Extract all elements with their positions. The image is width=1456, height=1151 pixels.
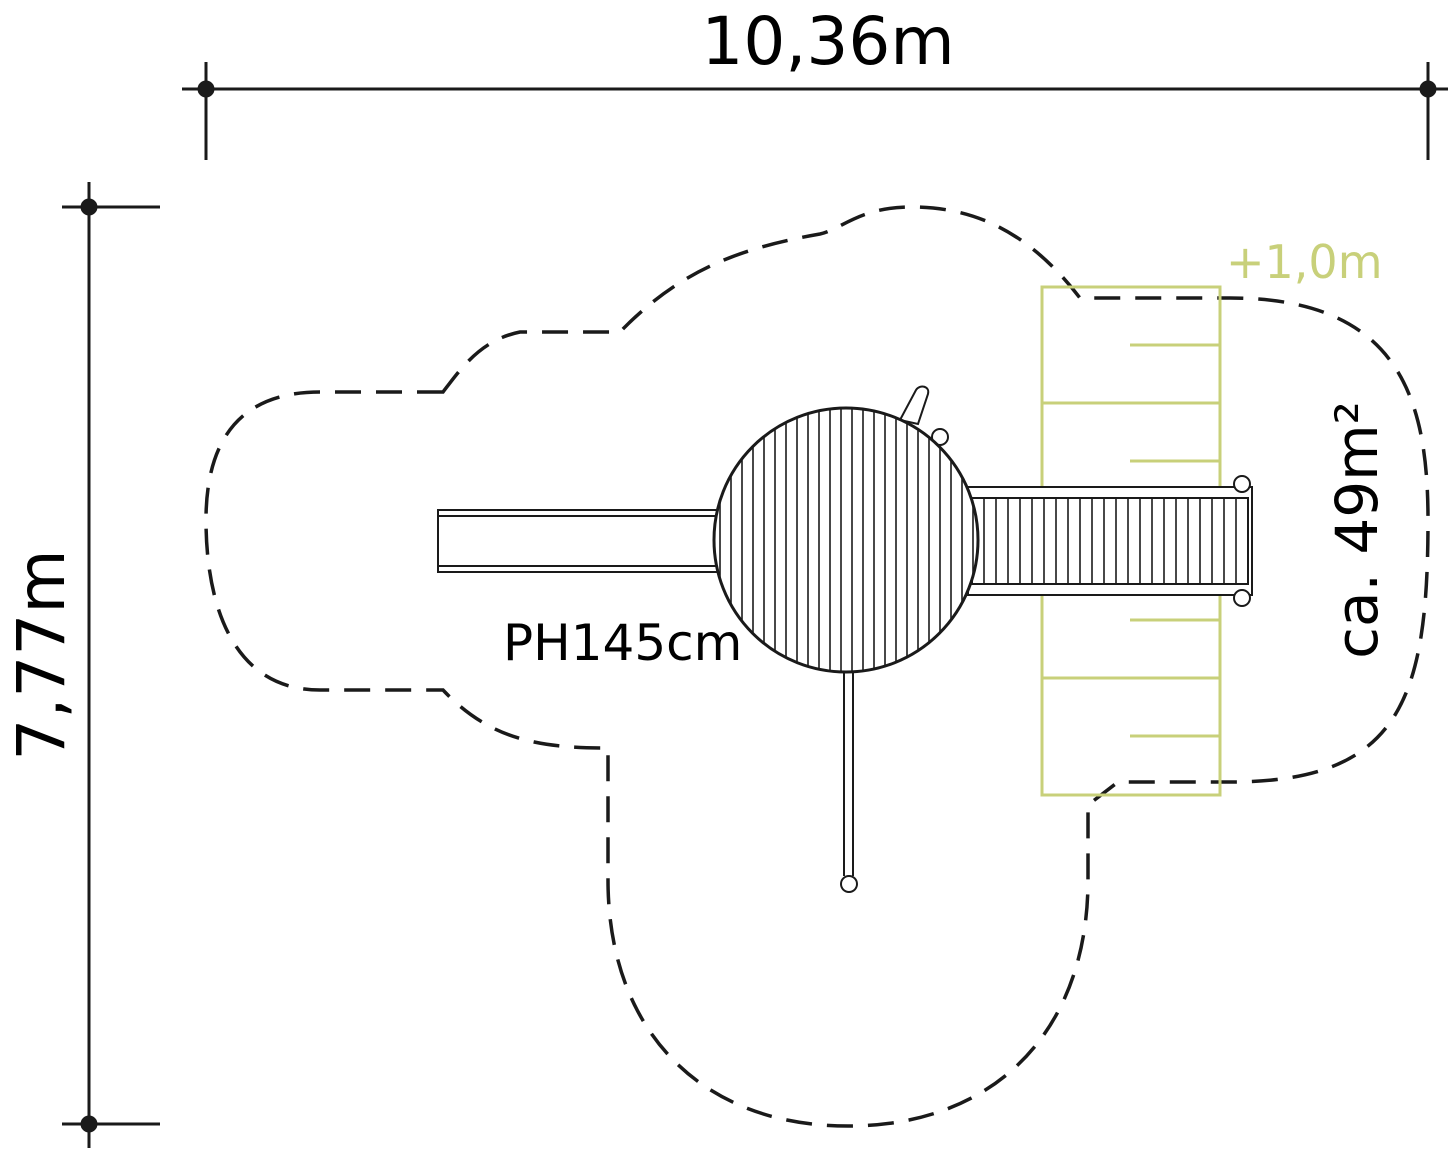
climbing-ramp (898, 385, 949, 446)
height-dimension-label: 7,77m (3, 549, 80, 760)
platform-height-label: PH145cm (503, 614, 742, 672)
fire-pole (840, 672, 858, 893)
round-platform (712, 406, 980, 674)
height-dimension (62, 182, 160, 1148)
bridge-walkway (967, 475, 1253, 607)
width-dimension-label: 10,36m (701, 3, 954, 80)
bridge-planks (983, 498, 1237, 584)
elevation-label: +1,0m (1226, 235, 1383, 289)
width-dimension (182, 62, 1448, 160)
area-label: ca. 49m² (1323, 401, 1391, 659)
slide (437, 509, 729, 573)
safety-zone-outline (204, 205, 1430, 1128)
